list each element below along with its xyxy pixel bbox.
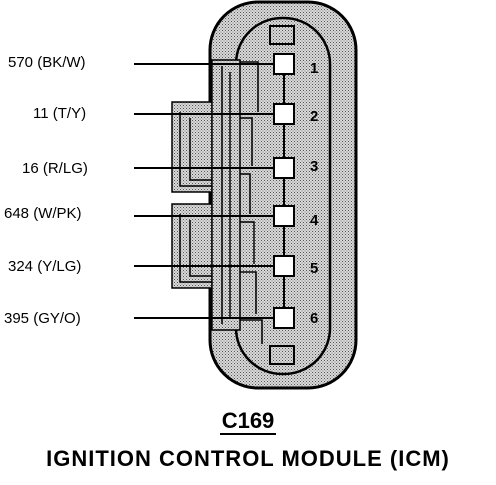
bottom-key-tab xyxy=(269,345,295,365)
pin-terminal-5 xyxy=(273,255,295,277)
wire-label-324: 324 (Y/LG) xyxy=(8,258,82,275)
pin-number-6: 6 xyxy=(310,310,319,327)
wire-label-648: 648 (W/PK) xyxy=(4,205,82,222)
connector-id: C169 xyxy=(0,408,496,435)
pin-terminal-3 xyxy=(273,157,295,179)
pin-terminal-2 xyxy=(273,103,295,125)
module-name: IGNITION CONTROL MODULE (ICM) xyxy=(46,446,450,471)
pin-terminal-6 xyxy=(273,307,295,329)
pin-number-1: 1 xyxy=(310,60,319,77)
wire-label-16: 16 (R/LG) xyxy=(22,160,88,177)
pin-number-3: 3 xyxy=(310,158,319,175)
wire-routing-channels xyxy=(171,59,241,331)
pin-boxes xyxy=(273,53,295,329)
wire-label-11: 11 (T/Y) xyxy=(33,105,87,122)
pin-number-5: 5 xyxy=(310,260,319,277)
wire-lines xyxy=(134,63,274,319)
top-key-tab xyxy=(269,25,295,45)
routing-detail-lines xyxy=(179,61,263,344)
pin-terminal-1 xyxy=(273,53,295,75)
pin-number-2: 2 xyxy=(310,108,319,125)
pin-number-4: 4 xyxy=(310,212,319,229)
wire-label-395: 395 (GY/O) xyxy=(4,310,81,327)
wire-label-570: 570 (BK/W) xyxy=(8,54,86,71)
pin-terminal-4 xyxy=(273,205,295,227)
connector-id-text: C169 xyxy=(219,408,277,435)
